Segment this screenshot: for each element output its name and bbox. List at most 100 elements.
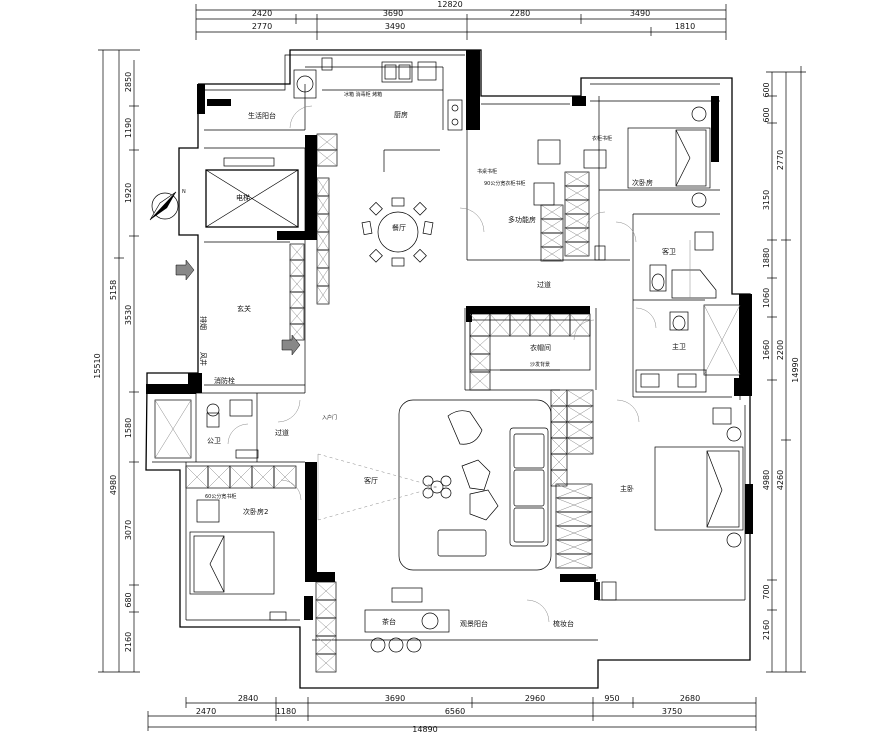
cabinet-cross [529,313,551,337]
cabinet-cross [469,313,491,337]
label-corridor-left: 过道 [275,428,289,437]
label-second-bedroom-2: 次卧房2 [243,507,268,516]
dim-left-overall: 15510 [93,353,102,378]
label-vent: 风井 [199,352,208,366]
right-dimensions: 14990 2770 2200 4260 600 600 3150 1880 1… [762,66,806,673]
cabinet-cross [566,437,594,455]
cabinet-cross [316,149,338,167]
cabinet-cross [564,213,590,229]
label-dressing: 梳妆台 [553,619,574,628]
cabinet-cross [207,465,231,489]
dim-right-2: 600 [762,107,771,122]
cabinet-cross [566,389,594,407]
label-exhaust: 排烟 [199,316,208,330]
cabinet-cross [289,243,305,261]
dim-right-1: 600 [762,82,771,97]
dim-left-m2: 4980 [109,475,118,495]
dim-left-1: 2850 [124,72,133,92]
cabinet-cross [564,171,590,187]
cabinet-cross [315,599,337,619]
cabinet-cross [316,285,330,305]
dim-top-6: 3490 [385,22,405,31]
dim-bottom-3: 2960 [525,694,545,703]
cabinet-cell [316,149,338,167]
walls [145,49,751,689]
dim-top-overall: 12820 [437,0,462,9]
cabinet-cross [550,437,568,455]
cabinet-cross [316,177,330,197]
dim-bottom-9: 3750 [662,707,682,716]
dim-bottom-6: 2470 [196,707,216,716]
second-bedroom-bed [594,106,711,261]
dim-bottom-7: 1180 [276,707,296,716]
label-multi-room: 多功能房 [508,215,536,224]
cabinet-cross [469,371,491,391]
dim-bottom-1: 2840 [238,694,258,703]
cabinet-cell [566,437,594,455]
dim-top-1: 2420 [252,9,272,18]
cabinet-cross [550,389,568,407]
dim-top-7: 1810 [675,22,695,31]
dim-left-2: 1190 [124,118,133,138]
cabinet-cross [564,185,590,201]
dim-right-6: 1660 [762,340,771,360]
living-room-furniture: 沙发背景 [317,361,552,571]
dim-right-m3: 4260 [776,470,785,490]
dim-top-2: 3690 [383,9,403,18]
secondary-bath-fixtures [649,231,717,299]
dim-top-5: 2770 [252,22,272,31]
door-swings [227,105,657,623]
cabinet-cross [469,353,491,373]
cabinet-cross [555,525,593,541]
cabinet-cross [316,249,330,269]
cloakroom-fixtures [469,319,591,371]
cabinet-cross [316,213,330,233]
kitchen-appliance-note: 冰箱 消毒柜 烤箱 [344,91,382,98]
dim-left-m1: 5158 [109,280,118,300]
dim-bottom-4: 950 [604,694,619,703]
cabinet-cross [251,465,275,489]
cabinet-cell [564,241,590,257]
label-elevator: 电梯 [236,193,250,202]
cabinet-cross [566,421,594,439]
top-dimensions: 12820 2420 3690 2280 3490 2770 3490 1810 [195,0,727,40]
label-restaurant: 餐厅 [392,223,406,232]
cabinet-cross [555,553,593,569]
cabinet-cross [550,453,568,471]
dim-right-4: 1880 [762,248,771,268]
cabinet-cell [315,653,337,673]
label-kitchen: 厨房 [394,110,408,119]
label-fire-hydrant: 消防栓 [214,376,235,385]
label-second-bedroom: 次卧房 [632,178,653,187]
cabinet-cross [540,246,564,262]
dim-left-3: 1920 [124,183,133,203]
cabinet-cross [289,275,305,293]
dim-top-3: 2280 [510,9,530,18]
dim-bottom-8: 6560 [445,707,465,716]
cabinet-cross [469,335,491,355]
tea-table-furniture [364,587,450,653]
entry-arrow-icon [175,259,301,356]
label-entrance: 玄关 [237,304,251,313]
bottom-dimensions: 2840 3690 2960 950 2680 2470 1180 6560 3… [147,694,757,733]
dim-left-8: 2160 [124,632,133,652]
cabinet-cross [555,539,593,555]
label-master-bath: 主卫 [672,342,686,351]
cabinet-cross [315,653,337,673]
cabinet-cross [289,307,305,325]
label-tea-table: 茶台 [382,617,396,626]
cabinet-cross [550,421,568,439]
cabinet-cross [564,241,590,257]
flower-ornament-icon [422,475,452,499]
cabinet-cell [316,285,330,305]
cabinet-cross [315,581,337,601]
dim-left-4: 3530 [124,305,133,325]
sofa-background-note: 沙发背景 [530,361,550,368]
cabinet-cross [185,465,209,489]
dim-bottom-5: 2680 [680,694,700,703]
cabinet-cross [555,511,593,527]
cabinet-cross [489,313,511,337]
cabinet-cross [316,267,330,287]
dim-right-9: 2160 [762,620,771,640]
cabinet-cross [550,405,568,423]
